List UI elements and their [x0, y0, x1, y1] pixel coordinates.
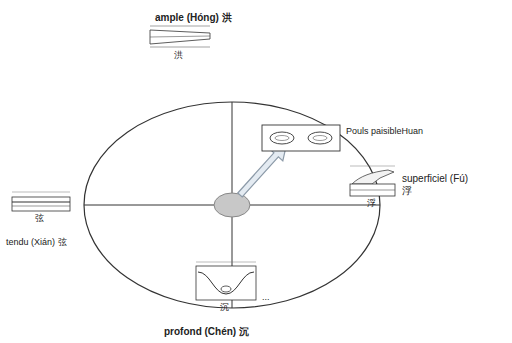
pulse-label: Pouls paisibleHuan	[346, 126, 423, 137]
ample-pulse-image	[150, 26, 210, 47]
pulse-label: 浮	[367, 198, 376, 209]
pulse-label: 洪	[174, 50, 183, 61]
paisible-pulse-image	[262, 125, 340, 151]
pulse-label: ample (Hóng) 洪	[155, 12, 232, 24]
pulse-label: tendu (Xián) 弦	[6, 237, 68, 248]
pulse-label: profond (Chén) 沉	[164, 326, 249, 338]
superficiel-pulse-image	[350, 166, 395, 196]
pulse-label: superficiel (Fú) 浮	[402, 173, 480, 197]
tendu-pulse-image	[12, 192, 70, 211]
center-disc	[214, 193, 250, 217]
pulse-label: 弦	[35, 213, 44, 224]
pulse-label: 沉	[220, 302, 229, 313]
profond-pulse-image	[196, 262, 256, 300]
wheel-ellipse	[84, 102, 380, 308]
pulse-label: ...	[262, 292, 270, 303]
